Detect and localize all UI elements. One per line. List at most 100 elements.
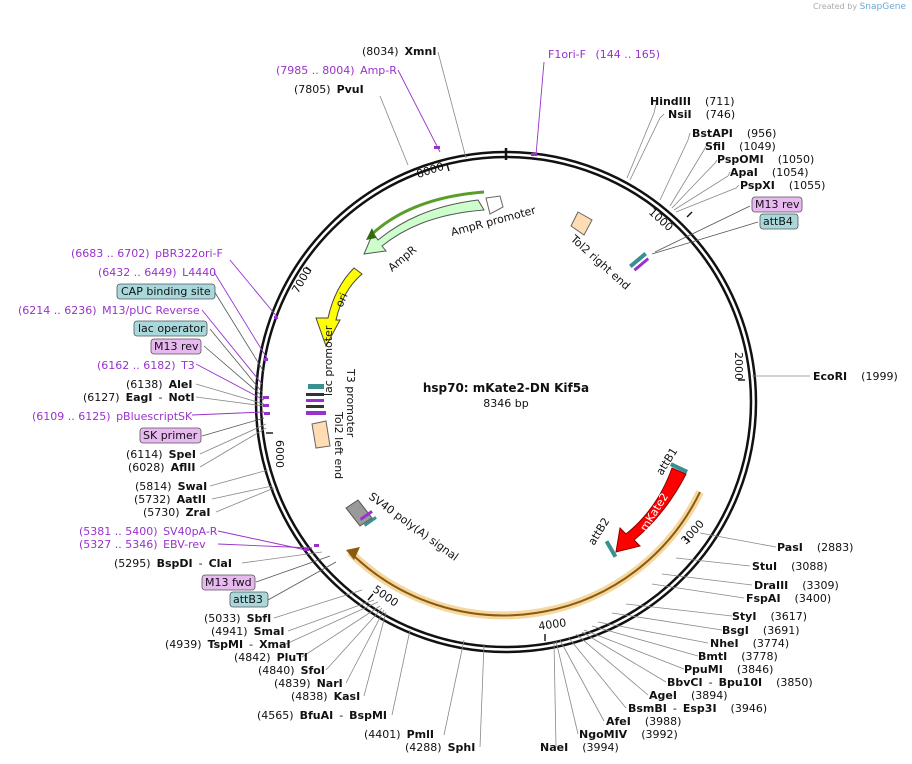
site-label: (7805)PvuI <box>294 83 364 96</box>
credit-label: Created by SnapGene <box>813 2 906 12</box>
site-pos: (5033) <box>204 612 241 625</box>
box-m13-rev-right: M13 rev <box>751 196 803 213</box>
site-pos: (8034) <box>362 45 399 58</box>
tick-label-8000: 8000 <box>415 160 446 181</box>
site-label: (5295)BspDI-ClaI <box>114 557 232 570</box>
site-name-2: ClaI <box>209 557 232 570</box>
box-attb4: attB4 <box>759 213 799 230</box>
primer-label: F1ori-F (144 .. 165) <box>548 48 660 61</box>
insert-arc <box>353 491 701 617</box>
site-label: (5730)ZraI <box>143 506 211 519</box>
primer-range: (6432 .. 6449) <box>98 266 177 279</box>
primer-range: (6214 .. 6236) <box>18 304 97 317</box>
site-label: NheI(3774) <box>710 637 789 650</box>
site-pos: (956) <box>747 127 777 140</box>
site-pos: (4839) <box>274 677 311 690</box>
primer-label: (5327 .. 5346) EBV-rev <box>79 538 206 551</box>
primer-label: (6214 .. 6236) M13/pUC Reverse <box>18 304 200 317</box>
site-label: PspXI(1055) <box>740 179 825 192</box>
site-name: KasI <box>334 690 361 703</box>
site-name-2: BspMI <box>349 709 387 722</box>
site-pos: (1999) <box>861 370 898 383</box>
site-label: NgoMIV(3992) <box>579 728 678 741</box>
ampr-highlight-tip <box>366 228 376 240</box>
primer-label: (6109 .. 6125) pBluescriptSK <box>32 410 193 423</box>
primer-name: F1ori-F <box>548 48 586 61</box>
site-name: AatII <box>177 493 206 506</box>
site-name: NaeI <box>540 741 568 754</box>
site-pos: (3850) <box>776 676 813 689</box>
site-pos: (3994) <box>582 741 619 754</box>
site-pos: (4840) <box>258 664 295 677</box>
t3-promoter-label: T3 promoter <box>344 368 357 438</box>
primer-range: (7985 .. 8004) <box>276 64 355 77</box>
site-name-2: Bpu10I <box>719 676 763 689</box>
site-name: StuI <box>752 560 777 573</box>
site-pos: (3946) <box>731 702 768 715</box>
primer-range: (6162 .. 6182) <box>97 359 176 372</box>
primer-range: (5327 .. 5346) <box>79 538 158 551</box>
site-pos: (3992) <box>641 728 678 741</box>
leaders-left <box>191 51 545 748</box>
tol2-left-label: Tol2 left end <box>332 411 345 479</box>
mkate2-label: mKate2 <box>638 491 672 534</box>
site-pos: (746) <box>706 108 736 121</box>
site-name: AleI <box>169 378 193 391</box>
lac-promoter-block <box>308 384 324 389</box>
tol2-right-label: Tol2 right end <box>567 232 632 293</box>
site-pos: (5295) <box>114 557 151 570</box>
site-pos: (4288) <box>405 741 442 754</box>
site-pos: (3088) <box>791 560 828 573</box>
site-label: (6114)SpeI <box>126 448 196 461</box>
site-label: BstAPI (956) <box>692 127 776 140</box>
primer-range: (5381 .. 5400) <box>79 525 158 538</box>
primer-range: (144 .. 165) <box>595 48 660 61</box>
site-label: (4839)NarI <box>274 677 343 690</box>
site-name: TspMI <box>208 638 244 651</box>
plasmid-size: 8346 bp <box>483 397 528 410</box>
primer-name: pBR322ori-F <box>155 247 223 260</box>
primer-name: SV40pA-R <box>163 525 218 538</box>
site-name: EagI <box>126 391 153 404</box>
credit-brand: SnapGene <box>859 2 906 12</box>
site-name-2: Esp3I <box>683 702 717 715</box>
site-name: BfuAI <box>300 709 334 722</box>
box-attb3: attB3 <box>229 591 269 608</box>
insert-arc-head <box>346 547 360 560</box>
site-name: PluTI <box>277 651 308 664</box>
t3-block <box>306 405 324 408</box>
site-name: StyI <box>732 610 756 623</box>
site-name: NsiI <box>668 108 692 121</box>
lac-operator-block <box>306 393 324 396</box>
box-cap-text: CAP binding site <box>121 285 211 298</box>
site-pos: (5730) <box>143 506 180 519</box>
site-name: AgeI <box>649 689 677 702</box>
site-name: BstAPI <box>692 127 733 140</box>
ring-markers <box>263 146 537 551</box>
site-label: NsiI (746) <box>668 108 735 121</box>
site-pos: (1054) <box>772 166 809 179</box>
site-name: AflII <box>171 461 196 474</box>
site-label: AfeI(3988) <box>606 715 681 728</box>
ori-arrow <box>315 267 363 348</box>
box-m13-fwd: M13 fwd <box>201 574 256 591</box>
site-pos: (1050) <box>778 153 815 166</box>
site-label: (8034)XmnI <box>362 45 436 58</box>
site-name: HindIII <box>650 95 691 108</box>
site-name-2: NotI <box>168 391 194 404</box>
site-name: SfoI <box>301 664 325 677</box>
site-label: StyI(3617) <box>732 610 807 623</box>
site-name: PmlI <box>407 728 434 741</box>
site-name: FspAI <box>746 592 781 605</box>
primer-range: (6683 .. 6702) <box>71 247 150 260</box>
box-lac-operator-text: lac operator <box>138 322 205 335</box>
mkate2-arrow <box>615 467 687 553</box>
site-name: SpeI <box>169 448 196 461</box>
site-pos: (4941) <box>211 625 248 638</box>
site-label: PpuMI(3846) <box>684 663 773 676</box>
site-name: SphI <box>448 741 476 754</box>
primer-label: (6162 .. 6182) T3 <box>97 359 195 372</box>
site-pos: (3309) <box>802 579 839 592</box>
site-label: (4288) SphI <box>405 741 475 754</box>
primer-name: Amp-R <box>360 64 397 77</box>
